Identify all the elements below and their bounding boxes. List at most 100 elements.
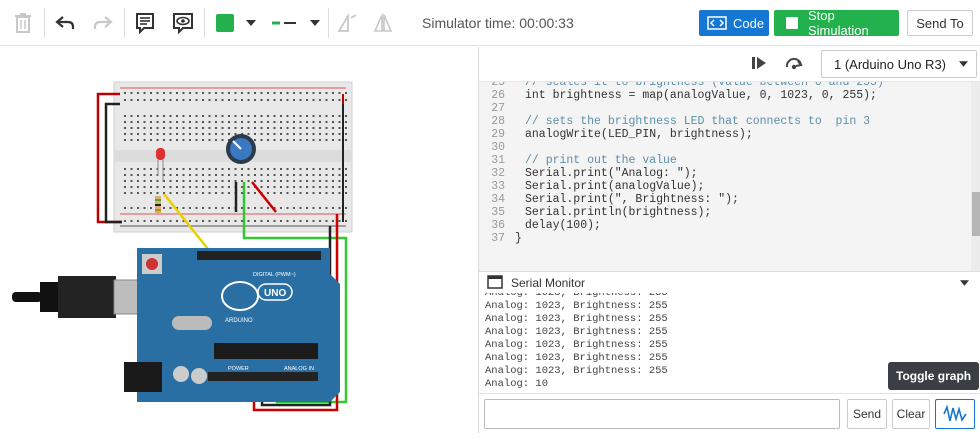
send-label: Send <box>852 407 882 421</box>
code-label: Code <box>733 15 765 31</box>
line-text: } <box>515 232 522 245</box>
chevron-down-icon <box>959 61 968 67</box>
code-editor[interactable]: 25 // scales it to brightness (value betw… <box>479 81 980 303</box>
color-swatch <box>216 14 234 32</box>
notes-icon <box>136 13 154 34</box>
line-text: // scales it to brightness (value betwee… <box>525 81 884 89</box>
serial-input[interactable] <box>484 399 840 429</box>
led[interactable] <box>156 148 165 182</box>
redo-icon <box>93 16 113 29</box>
send-to-button[interactable]: Send To <box>907 10 973 36</box>
code-button[interactable]: Code <box>699 10 769 36</box>
code-line: 37} <box>479 232 980 245</box>
code-panel: 1 (Arduino Uno R3) 25 // scales it to bri… <box>478 47 980 433</box>
code-line: 25 // scales it to brightness (value betw… <box>479 81 980 89</box>
undo-icon <box>55 16 75 29</box>
trash-icon <box>15 13 31 33</box>
potentiometer[interactable] <box>226 134 256 164</box>
line-text: // print out the value <box>525 154 677 167</box>
code-line: 29 analogWrite(LED_PIN, brightness); <box>479 128 980 141</box>
line-text: Serial.print(analogValue); <box>525 180 705 193</box>
line-number: 30 <box>491 141 505 154</box>
code-line: 36 delay(100); <box>479 219 980 232</box>
eye-icon <box>173 13 193 34</box>
board-arduino-label: ARDUINO <box>225 318 253 324</box>
toolbar: Simulator time: 00:00:33 Code Stop Simul… <box>0 0 980 46</box>
undo-button[interactable] <box>52 9 78 37</box>
line-number: 32 <box>491 167 505 180</box>
send-button[interactable]: Send <box>847 399 887 429</box>
rotate-icon <box>337 12 357 32</box>
line-number: 25 <box>491 81 505 89</box>
device-select[interactable]: 1 (Arduino Uno R3) <box>821 50 977 78</box>
device-select-label: 1 (Arduino Uno R3) <box>834 56 946 72</box>
serial-output-line: Analog: 1023, Brightness: 255 <box>485 300 668 312</box>
stop-simulation-button[interactable]: Stop Simulation <box>774 8 899 38</box>
serial-output-line: Analog: 1023, Brightness: 255 <box>485 293 668 299</box>
clear-label: Clear <box>896 407 926 421</box>
serial-output-line: Analog: 1023, Brightness: 255 <box>485 352 668 364</box>
line-number: 36 <box>491 219 505 232</box>
code-line: 35 Serial.println(brightness); <box>479 206 980 219</box>
line-number: 28 <box>491 115 505 128</box>
code-line: 28 // sets the brightness LED that connec… <box>479 115 980 128</box>
stop-label: Stop Simulation <box>808 8 869 38</box>
debug-icon <box>785 57 803 70</box>
chevron-down-icon <box>246 20 256 26</box>
line-number: 34 <box>491 193 505 206</box>
board-analog-label: ANALOG IN <box>284 366 314 372</box>
serial-monitor-title: Serial Monitor <box>511 276 586 290</box>
serial-input-row: Send Clear <box>479 393 980 433</box>
usb-cable[interactable] <box>12 276 147 318</box>
delete-button[interactable] <box>10 9 36 37</box>
serial-monitor-header[interactable]: Serial Monitor <box>479 271 980 293</box>
line-text: int brightness = map(analogValue, 0, 102… <box>525 89 877 102</box>
circuit-canvas[interactable]: UNO ARDUINO DIGITAL (PWM~) ANALOG IN POW… <box>0 47 478 433</box>
graph-icon <box>943 405 967 422</box>
line-text: analogWrite(LED_PIN, brightness); <box>525 128 753 141</box>
code-control-bar: 1 (Arduino Uno R3) <box>479 47 980 81</box>
notes-button[interactable] <box>132 9 158 37</box>
color-picker[interactable] <box>212 9 260 37</box>
line-number: 29 <box>491 128 505 141</box>
line-text <box>509 141 525 154</box>
toggle-graph-button[interactable] <box>935 399 975 429</box>
board-uno-label: UNO <box>264 288 286 299</box>
board-power-label: POWER <box>228 366 249 372</box>
send-to-label: Send To <box>916 15 964 31</box>
code-icon <box>707 16 727 30</box>
serial-output-line: Analog: 1023, Brightness: 255 <box>485 365 668 377</box>
line-text: // sets the brightness LED that connects… <box>525 115 871 128</box>
vertical-scrollbar[interactable] <box>971 82 980 303</box>
line-number: 35 <box>491 206 505 219</box>
circuit-drawing: UNO ARDUINO DIGITAL (PWM~) ANALOG IN POW… <box>12 81 353 412</box>
serial-output-line: Analog: 10 <box>485 378 549 390</box>
stop-icon <box>786 17 798 29</box>
rotate-button[interactable] <box>334 9 360 37</box>
redo-button[interactable] <box>90 9 116 37</box>
clear-button[interactable]: Clear <box>892 399 930 429</box>
line-number: 33 <box>491 180 505 193</box>
code-line: 33 Serial.print(analogValue); <box>479 180 980 193</box>
line-number: 31 <box>491 154 505 167</box>
flip-button[interactable] <box>370 9 396 37</box>
arduino-board[interactable] <box>124 248 340 402</box>
serial-output-line: Analog: 1023, Brightness: 255 <box>485 313 668 325</box>
tooltip-label: Toggle graph <box>896 369 972 383</box>
wire-type-picker[interactable] <box>270 9 322 37</box>
code-line: 27 <box>479 102 980 115</box>
debug-button[interactable] <box>785 55 805 73</box>
toggle-graph-tooltip: Toggle graph <box>888 362 980 390</box>
line-text: delay(100); <box>525 219 601 232</box>
line-text: Serial.println(brightness); <box>525 206 712 219</box>
code-line: 32 Serial.print("Analog: "); <box>479 167 980 180</box>
scroll-thumb[interactable] <box>972 192 980 236</box>
step-button[interactable] <box>751 56 769 72</box>
serial-output-line: Analog: 1023, Brightness: 255 <box>485 339 668 351</box>
resistor[interactable] <box>155 196 161 214</box>
line-text: Serial.print("Analog: "); <box>525 167 698 180</box>
chevron-down-icon[interactable] <box>960 280 969 286</box>
visibility-button[interactable] <box>170 9 196 37</box>
